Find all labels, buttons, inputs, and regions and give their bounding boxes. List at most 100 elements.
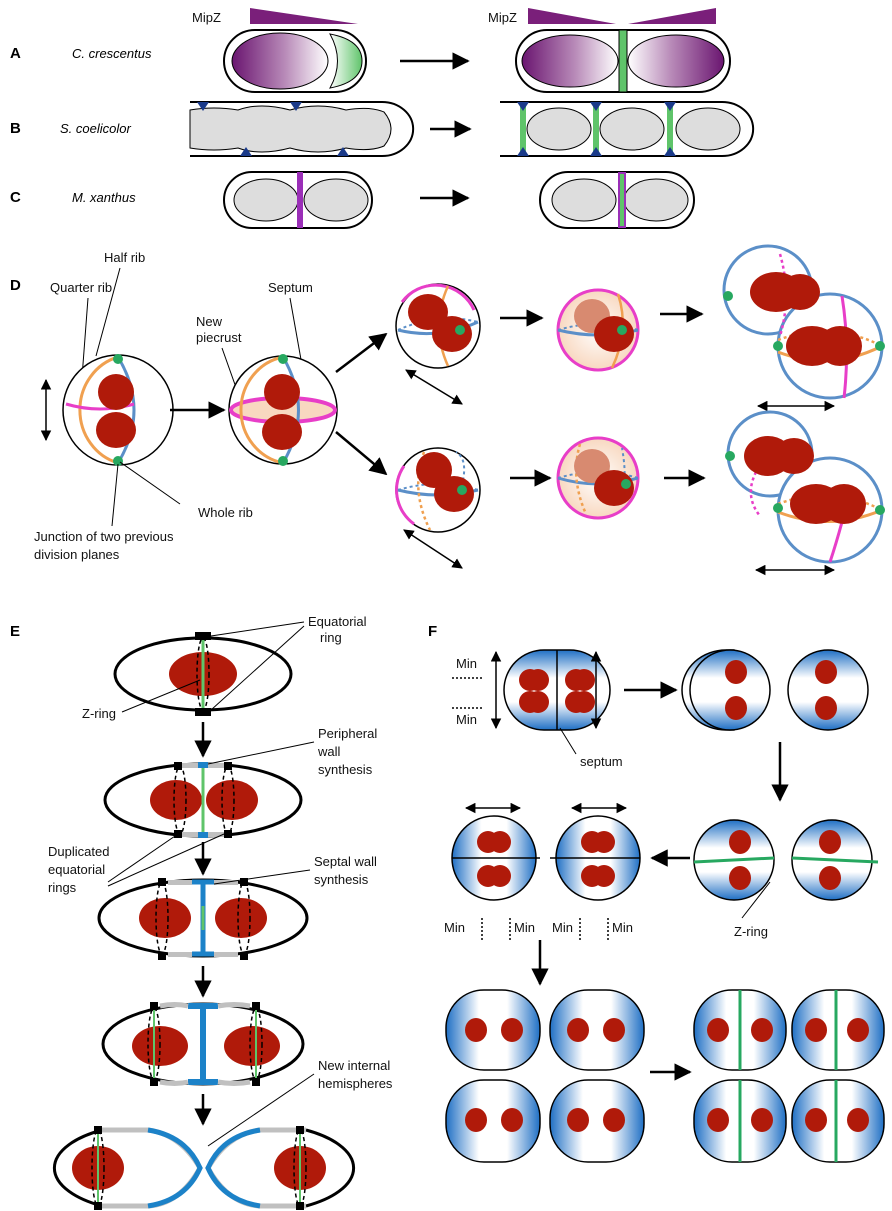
label-duplicated-1: Duplicated <box>48 844 109 859</box>
equatorial-ring <box>296 1126 304 1134</box>
arrow-d-up <box>335 332 388 373</box>
equatorial-ring <box>224 830 232 838</box>
nucleoid <box>262 414 302 450</box>
nucleoid <box>432 316 472 352</box>
label-peripheral-2: wall <box>317 744 341 759</box>
equatorial-ring <box>240 878 248 886</box>
new-hemisphere <box>205 1127 261 1209</box>
nucleoid <box>224 1026 280 1066</box>
nucleoid <box>264 374 300 410</box>
new-wall <box>208 763 224 768</box>
equatorial-ring <box>94 1202 102 1210</box>
nucleoid <box>774 438 814 474</box>
whole-rib <box>116 356 136 464</box>
ftsz-mark <box>664 147 676 156</box>
label-hemispheres-2: hemispheres <box>318 1076 393 1091</box>
ftsz-mark <box>664 102 676 111</box>
panel-e: E Equatorial ring Z-ring Peripheral w <box>10 614 393 1210</box>
label-septal-2: synthesis <box>314 872 369 887</box>
nucleoid <box>150 780 202 820</box>
panel-a: A C. crescentus MipZ MipZ <box>10 8 731 93</box>
nucleoid <box>303 178 369 222</box>
rib-blue-back <box>557 471 639 479</box>
junction-dot <box>723 291 733 301</box>
mipz-nucleoid <box>231 32 329 90</box>
label-hemispheres-1: New internal <box>318 1058 390 1073</box>
nucleoid <box>96 412 136 448</box>
ftsz-pole <box>329 33 363 89</box>
ftsz-mark <box>290 102 302 111</box>
nucleoid <box>206 780 258 820</box>
label-junction-2: division planes <box>34 547 120 562</box>
nucleoid-left <box>521 34 619 88</box>
nucleoid <box>434 476 474 512</box>
equatorial-ring <box>174 762 182 770</box>
rib-magenta <box>400 283 476 311</box>
rib-magenta <box>395 465 415 526</box>
peripheral-wall <box>198 832 208 838</box>
panel-f: F Min Min septum <box>428 623 885 1163</box>
equatorial-ring <box>195 708 211 716</box>
whole-rib <box>281 356 300 464</box>
label-septal-1: Septal wall <box>314 854 377 869</box>
label-junction-1: Junction of two previous <box>34 529 174 544</box>
junction-dot <box>457 485 467 495</box>
nucleoid <box>215 898 267 938</box>
label-duplicated-3: rings <box>48 880 77 895</box>
label-septum-f: septum <box>580 754 623 769</box>
rib-magenta-back <box>749 471 761 517</box>
spore-nucleoid <box>526 107 592 151</box>
f-cell-1 <box>503 649 611 731</box>
f-cell-5 <box>445 989 645 1163</box>
junction-dot <box>773 503 783 513</box>
f-cell-2 <box>681 649 869 731</box>
f-cell-4 <box>451 815 641 901</box>
min-row-1: Min <box>444 920 465 935</box>
ftsz-mark <box>197 102 209 111</box>
rib-blue-dash <box>455 451 466 493</box>
label-z-ring: Z-ring <box>82 706 116 721</box>
nucleoid <box>408 294 448 330</box>
z-ring <box>520 102 526 156</box>
label-peripheral-3: synthesis <box>318 762 373 777</box>
panel-c-letter: C <box>10 189 21 206</box>
panel-d-letter: D <box>10 277 21 294</box>
equatorial-ring <box>158 878 166 886</box>
panel-f-letter: F <box>428 623 437 640</box>
old-hemisphere <box>52 1128 103 1208</box>
junction-dot <box>278 456 288 466</box>
leader <box>111 463 119 527</box>
nucleoid <box>233 178 299 222</box>
junction-dot <box>875 505 885 515</box>
double-arrow <box>403 529 463 569</box>
f-cell-6 <box>693 989 885 1163</box>
spore-nucleoid <box>599 107 665 151</box>
nucleoid <box>98 374 134 410</box>
junction-dot <box>278 354 288 364</box>
ftsz-mark <box>337 147 349 156</box>
label-new-piecrust-1: New <box>196 314 223 329</box>
new-wall <box>159 1002 251 1009</box>
equatorial-ring <box>158 952 166 960</box>
label-half-rib: Half rib <box>104 250 145 265</box>
label-duplicated-2: equatorial <box>48 862 105 877</box>
mipz-wedge-right <box>628 8 716 24</box>
nucleoid <box>139 898 191 938</box>
ftsz-mark <box>590 102 602 111</box>
rib-magenta <box>828 521 844 563</box>
purple-ring <box>297 172 303 228</box>
junction-dot <box>113 456 123 466</box>
panel-a-species: C. crescentus <box>72 46 152 61</box>
panel-b-species: S. coelicolor <box>60 121 131 136</box>
equatorial-ring <box>195 632 211 640</box>
equatorial-ring <box>252 1002 260 1010</box>
old-hemisphere <box>305 1128 356 1208</box>
panel-b: B S. coelicolor <box>10 101 755 157</box>
leader <box>95 267 121 357</box>
ring-trace <box>91 1129 105 1207</box>
new-wall <box>214 952 238 957</box>
f-cell-3 <box>693 819 879 901</box>
label-peripheral-1: Peripheral <box>318 726 377 741</box>
